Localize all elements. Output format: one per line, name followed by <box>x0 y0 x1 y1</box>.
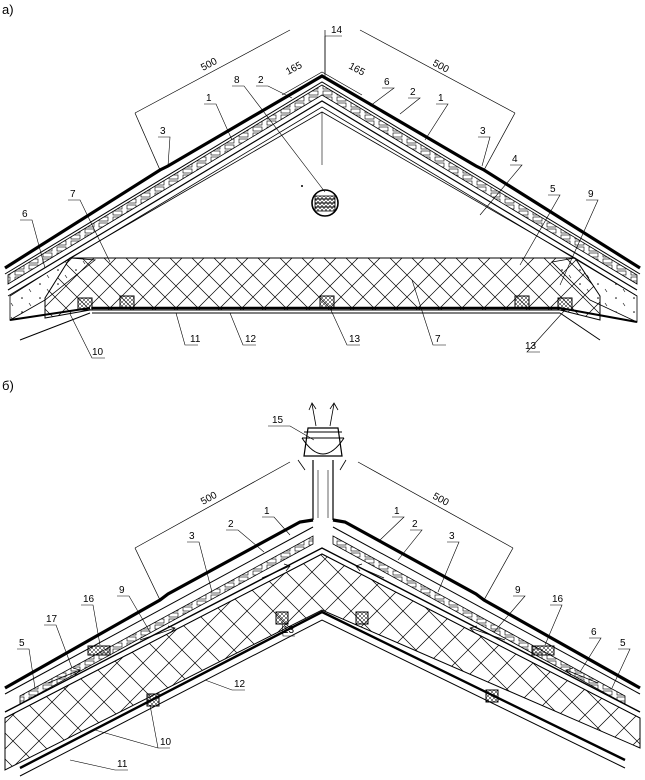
dim-500-left-a: 500 <box>199 56 219 74</box>
callout-a-14: 14 <box>331 25 343 36</box>
callout-b-9-left: 9 <box>119 585 125 596</box>
panel-a: а) <box>2 2 641 359</box>
callout-a-7-top: 7 <box>70 189 76 200</box>
callout-b-3-right: 3 <box>449 531 455 542</box>
callout-a-4: 4 <box>512 154 518 165</box>
panel-a-label: а) <box>2 2 14 17</box>
callout-b-1-left: 1 <box>264 506 270 517</box>
dim-165-right-a: 165 <box>347 61 367 79</box>
panel-b-label: б) <box>2 378 14 393</box>
attic-space-a <box>69 111 576 259</box>
dim-500-left-b: 500 <box>199 490 219 508</box>
callout-a-10: 10 <box>92 347 104 358</box>
callout-a-3-right: 3 <box>480 126 486 137</box>
dim-500-right-b: 500 <box>431 491 451 509</box>
callout-a-13-right: 13 <box>525 341 537 352</box>
insulation-b <box>4 553 641 777</box>
callout-b-10: 10 <box>160 737 172 748</box>
callout-b-13: 13 <box>283 625 295 636</box>
callout-a-13-center: 13 <box>349 334 361 345</box>
timber-blocks-b <box>87 611 555 707</box>
callout-b-16-left: 16 <box>83 594 95 605</box>
callout-b-1-right: 1 <box>394 506 400 517</box>
callout-a-2-left: 2 <box>258 75 264 86</box>
panel-b: б) <box>2 378 641 777</box>
callout-b-2-left: 2 <box>228 519 234 530</box>
callout-a-7-bottom: 7 <box>435 334 441 345</box>
callout-a-6-top: 6 <box>384 77 390 88</box>
roof-covering-b <box>4 518 641 719</box>
insulation-a <box>9 257 638 341</box>
dim-165-left-a: 165 <box>284 60 304 78</box>
callouts-b: 15 1 1 2 2 3 3 9 9 16 16 17 5 <box>17 415 631 771</box>
callout-b-12: 12 <box>234 679 246 690</box>
callout-b-5-right: 5 <box>620 638 626 649</box>
callout-b-3-left: 3 <box>189 531 195 542</box>
callout-a-5: 5 <box>550 184 556 195</box>
callout-b-11: 11 <box>117 759 128 770</box>
callout-b-15: 15 <box>272 415 284 426</box>
callout-a-2-right: 2 <box>410 87 416 98</box>
callout-b-17: 17 <box>46 614 58 625</box>
callout-a-11: 11 <box>190 334 201 345</box>
timber-blocks-a <box>77 295 573 311</box>
callout-a-9: 9 <box>588 189 594 200</box>
callout-b-9-right: 9 <box>515 585 521 596</box>
callout-a-1-right: 1 <box>438 93 444 104</box>
callout-b-6: 6 <box>591 627 597 638</box>
ridge-vent-outlet-b <box>297 402 347 520</box>
callout-b-2-right: 2 <box>412 519 418 530</box>
callout-b-16-right: 16 <box>552 594 564 605</box>
callout-b-5-left: 5 <box>19 638 25 649</box>
callout-a-3-left: 3 <box>160 126 166 137</box>
callout-a-8: 8 <box>234 75 240 86</box>
callout-a-12: 12 <box>245 334 257 345</box>
callouts-a: 14 8 2 6 2 1 1 3 3 4 5 9 7 <box>20 25 599 359</box>
callout-a-1-left: 1 <box>206 93 212 104</box>
callout-a-6-left: 6 <box>22 209 28 220</box>
dim-500-right-a: 500 <box>431 58 451 76</box>
airflow-arrows-b <box>47 563 599 684</box>
vent-grille-a <box>311 189 339 217</box>
